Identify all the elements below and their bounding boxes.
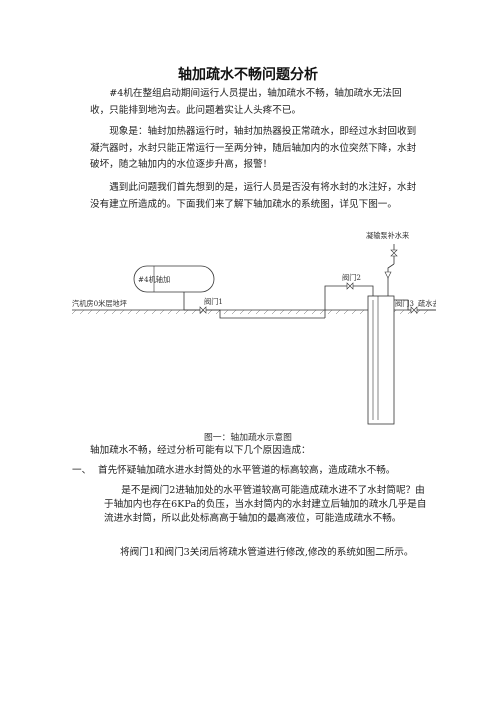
tank-label: #4机轴加: [138, 275, 170, 284]
paragraph-phenomenon: 现象是：轴封加热器运行时，轴封加热器投正常疏水，即经过水封回收到凝汽器时，水封只…: [90, 126, 417, 170]
valve-2-label: 阀门2: [342, 273, 361, 282]
makeup-valve-symbol: [390, 249, 398, 257]
paragraph-intro: #4机在整组启动期间运行人员提出，轴加疏水不畅，轴加疏水无法回收，只能排到地沟去…: [90, 88, 402, 116]
analysis-intro: 轴加疏水不畅，经过分析可能有以下几个原因造成：: [90, 445, 311, 456]
floor-label: 汽机房0米层地坪: [72, 299, 127, 308]
outlet-label: 疏水去凝汽器: [418, 299, 436, 308]
valve-2-symbol: [346, 282, 354, 290]
page-title: 轴加疏水不畅问题分析: [178, 67, 318, 83]
item-1-text: 首先怀疑轴加疏水进水封筒处的水平管道的标高较高，造成疏水不畅。: [98, 465, 396, 476]
makeup-water-label: 凝输泵补水来: [366, 231, 409, 240]
makeup-check-valve-symbol: [384, 271, 392, 279]
water-seal-pot: [367, 295, 395, 425]
drain-system-diagram: 汽机房0米层地坪 #4机轴加 阀门1 阀门2 凝输泵补水来: [72, 231, 436, 425]
figure-caption: 图一：轴加疏水示意图: [204, 433, 292, 443]
valve-1-label: 阀门1: [204, 297, 223, 306]
paragraph-first-guess: 遇到此问题我们首先想到的是，运行人员是否没有将水封的水注好，水封没有建立所造成的…: [90, 182, 417, 210]
valve-2-pipe: [324, 285, 348, 318]
item-1-detail: 是不是阀门2进轴加处的水平管道较高可能造成疏水进不了水封筒呢？由于轴加内也存在6…: [104, 485, 427, 524]
valve-3-label: 阀门3: [395, 299, 414, 308]
valve-1-symbol: [199, 306, 207, 314]
valve-3-symbol: [410, 306, 418, 314]
last-line: 将阀门1和阀门3关闭后将疏水管道进行修改,修改的系统如图二所示。: [120, 547, 414, 558]
item-1-marker: 一、: [72, 465, 92, 476]
underground-drain-pipe: [206, 309, 325, 319]
outlet-pipe: [394, 299, 436, 311]
